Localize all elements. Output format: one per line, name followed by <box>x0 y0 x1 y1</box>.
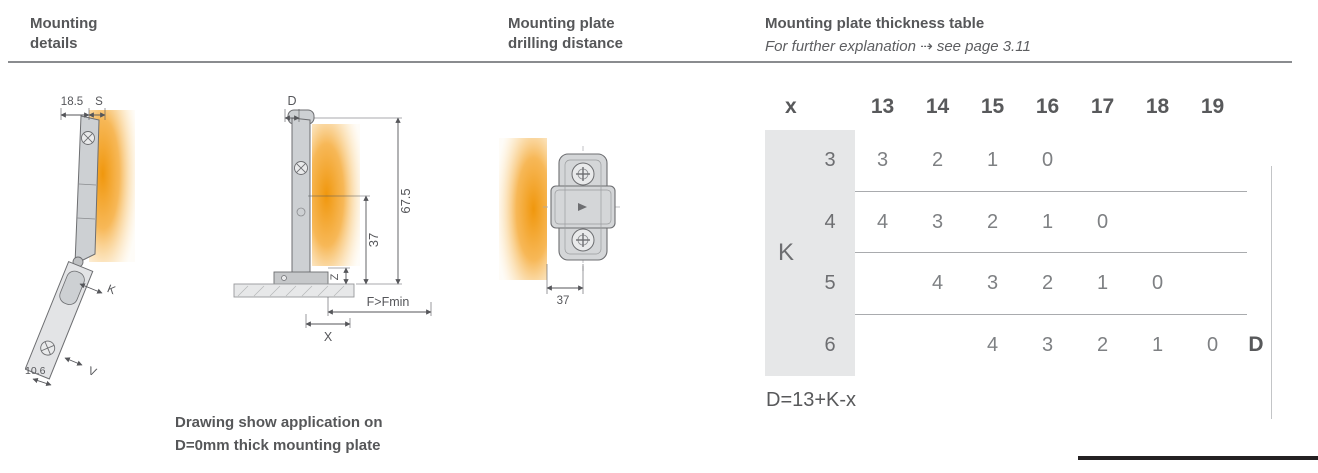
col-header-x: x <box>785 95 797 118</box>
col-header-15: 15 <box>980 95 1005 118</box>
table-row-k6: 6 4 3 2 1 0 D <box>765 315 1277 377</box>
cell: 1 <box>1096 272 1109 295</box>
dimension-lines <box>32 108 106 387</box>
table-row-k3: 3 3 2 1 0 <box>765 130 1277 192</box>
mounting-plate-drawing: 37 <box>499 138 623 307</box>
col-header-13: 13 <box>870 95 895 118</box>
dim-label-37: 37 <box>557 295 570 307</box>
col-header-18: 18 <box>1145 95 1170 118</box>
mounting-details-drawing: 18.5 S K V 10.6 <box>25 96 135 387</box>
screw-bottom <box>571 228 595 252</box>
cell: 0 <box>1206 333 1219 356</box>
k-value: 5 <box>824 272 836 295</box>
col-header-14: 14 <box>925 95 950 118</box>
row-divider <box>855 252 1247 253</box>
dimension-lines <box>284 109 432 328</box>
cell: 2 <box>1096 333 1109 356</box>
dimension-labels: D 67.5 37 Z F>Fmin X <box>287 94 413 344</box>
title-line: Mounting <box>30 15 98 32</box>
carcase-panel <box>233 283 355 298</box>
panel-glow <box>499 138 547 280</box>
mounting-plate <box>550 153 616 261</box>
page-footer-bar <box>1078 456 1318 460</box>
hinge-arm <box>72 115 100 268</box>
cell: 1 <box>1041 210 1054 233</box>
table-body: K 3 3 2 1 0 4 4 3 2 1 0 <box>765 130 1277 419</box>
drawing-caption: Drawing show application on D=0mm thick … <box>175 412 383 457</box>
dim-label-z: Z <box>329 273 341 280</box>
dim-label-f: F>Fmin <box>367 295 410 309</box>
title-line: Mounting plate <box>508 15 615 32</box>
cell: 4 <box>931 272 944 295</box>
cell: 3 <box>986 272 999 295</box>
cell: 0 <box>1041 149 1054 172</box>
table-row-k5: 5 4 3 2 1 0 <box>765 253 1277 315</box>
row-divider <box>855 191 1247 192</box>
k-column-band <box>765 130 855 376</box>
thickness-formula: D=13+K-x <box>766 389 857 411</box>
dim-label-18-5: 18.5 <box>61 96 83 108</box>
cell: 4 <box>986 333 999 356</box>
dimension-labels: 18.5 S K V 10.6 <box>25 96 117 379</box>
dim-label-10-6: 10.6 <box>25 365 46 377</box>
dim-label-d: D <box>287 94 296 108</box>
cell: 3 <box>876 149 889 172</box>
row-divider <box>855 314 1247 315</box>
d-label-cell: D <box>1248 333 1264 357</box>
cell: 0 <box>1096 210 1109 233</box>
caption-line: D=0mm thick mounting plate <box>175 436 381 454</box>
section-title-mounting-details: Mounting details <box>30 14 97 54</box>
k-value: 3 <box>824 149 836 172</box>
door-panel <box>25 260 94 380</box>
cell: 1 <box>1151 333 1164 356</box>
title-line: Mounting plate thickness table <box>765 15 985 32</box>
cell: 2 <box>986 210 999 233</box>
dim-label-37: 37 <box>366 233 381 247</box>
hinge-section-drawing: D 67.5 37 Z F>Fmin X <box>233 94 432 344</box>
panel-glow <box>312 124 360 266</box>
dim-label-67-5: 67.5 <box>398 188 413 213</box>
table-row-k4: 4 4 3 2 1 0 <box>765 192 1277 254</box>
cell: 3 <box>1041 333 1054 356</box>
cell: 0 <box>1151 272 1164 295</box>
title-line: drilling distance <box>508 34 624 52</box>
section-title-drilling-distance: Mounting plate drilling distance <box>508 14 623 54</box>
cell: 3 <box>931 210 944 233</box>
k-value: 4 <box>824 210 836 233</box>
dimension-lines <box>546 264 584 294</box>
k-value: 6 <box>824 333 836 356</box>
k-group-label: K <box>777 239 794 266</box>
dim-label-k: K <box>105 283 117 297</box>
col-header-19: 19 <box>1200 95 1225 118</box>
section-title-thickness-table: Mounting plate thickness table For furth… <box>765 14 1031 57</box>
dim-label-s: S <box>95 96 103 108</box>
cell: 2 <box>1041 272 1054 295</box>
screw-top <box>571 162 595 186</box>
table-right-border <box>1271 166 1272 419</box>
col-header-16: 16 <box>1035 95 1060 118</box>
cell: 4 <box>876 210 889 233</box>
title-line: details <box>30 34 78 52</box>
header-divider <box>8 61 1292 63</box>
cell: 1 <box>986 149 999 172</box>
thickness-table: x 13 14 15 16 17 18 19 K 3 3 2 1 0 4 4 <box>765 84 1277 419</box>
col-header-17: 17 <box>1090 95 1115 118</box>
dim-label-v: V <box>86 365 98 379</box>
table-header-row: x 13 14 15 16 17 18 19 <box>765 84 1277 130</box>
caption-line: Drawing show application on <box>175 414 383 431</box>
section-subtitle: For further explanation ⇢ see page 3.11 <box>765 37 1031 55</box>
hinge-arm-section <box>273 109 329 285</box>
cell: 2 <box>931 149 944 172</box>
dim-label-x: X <box>324 330 333 344</box>
